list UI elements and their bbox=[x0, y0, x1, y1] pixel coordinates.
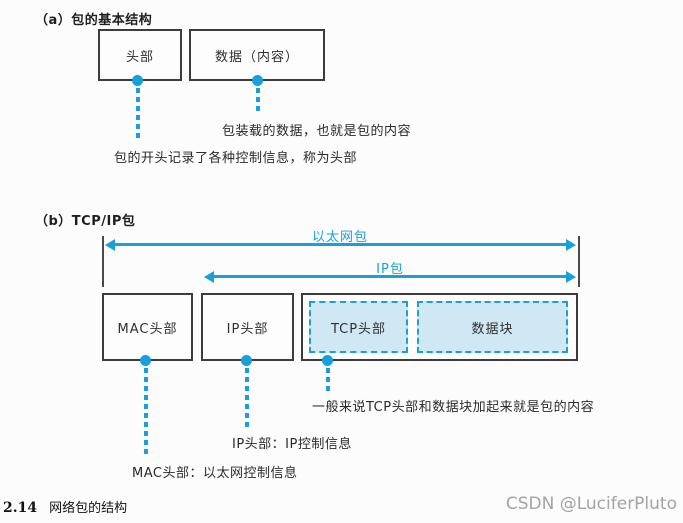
box-ip-header: IP头部 bbox=[201, 293, 294, 361]
dotted-connector-line bbox=[245, 368, 249, 429]
box-data-content: 数据（内容） bbox=[189, 29, 325, 81]
box-data-block: 数据块 bbox=[417, 301, 568, 353]
box-tcp-header: TCP头部 bbox=[309, 301, 408, 353]
dotted-connector-line bbox=[136, 88, 140, 141]
box-header: 头部 bbox=[98, 29, 182, 81]
dotted-connector-line bbox=[326, 368, 330, 392]
note-data-content: 包装载的数据，也就是包的内容 bbox=[222, 124, 412, 139]
note-mac-header: MAC头部：以太网控制信息 bbox=[132, 466, 298, 481]
extent-tick-left bbox=[102, 236, 104, 287]
span-label-ip-packet: IP包 bbox=[376, 262, 404, 277]
pointer-dot-icon bbox=[322, 355, 333, 366]
pointer-dot-icon bbox=[132, 75, 143, 86]
double-arrow-ethernet-packet bbox=[105, 238, 576, 251]
box-mac-header-label: MAC头部 bbox=[117, 321, 178, 337]
figure-number: 2.14 bbox=[3, 500, 38, 516]
span-label-ethernet-packet: 以太网包 bbox=[311, 230, 368, 245]
figure-caption: 2.14 网络包的结构 bbox=[3, 497, 127, 516]
box-ip-header-label: IP头部 bbox=[226, 321, 269, 337]
box-data-block-label: 数据块 bbox=[471, 321, 514, 337]
dotted-connector-line bbox=[256, 88, 260, 114]
section-a-title: （a）包的基本结构 bbox=[35, 13, 153, 28]
figure-title: 网络包的结构 bbox=[49, 501, 128, 516]
section-b-title: （b）TCP/IP包 bbox=[35, 214, 136, 229]
box-tcp-header-label: TCP头部 bbox=[330, 321, 387, 337]
pointer-dot-icon bbox=[241, 355, 252, 366]
pointer-dot-icon bbox=[252, 75, 263, 86]
double-arrow-ip-packet bbox=[204, 270, 576, 283]
box-data-content-label: 数据（内容） bbox=[214, 49, 299, 65]
box-mac-header: MAC头部 bbox=[102, 293, 193, 361]
note-tcp-data-block: 一般来说TCP头部和数据块加起来就是包的内容 bbox=[312, 400, 595, 415]
box-header-label: 头部 bbox=[125, 49, 154, 65]
dotted-connector-line bbox=[144, 368, 148, 458]
note-ip-header: IP头部：IP控制信息 bbox=[232, 437, 352, 452]
note-header: 包的开头记录了各种控制信息，称为头部 bbox=[114, 151, 358, 166]
extent-tick-right bbox=[578, 236, 580, 287]
watermark: CSDN @LuciferPluto bbox=[505, 494, 677, 514]
pointer-dot-icon bbox=[140, 355, 151, 366]
